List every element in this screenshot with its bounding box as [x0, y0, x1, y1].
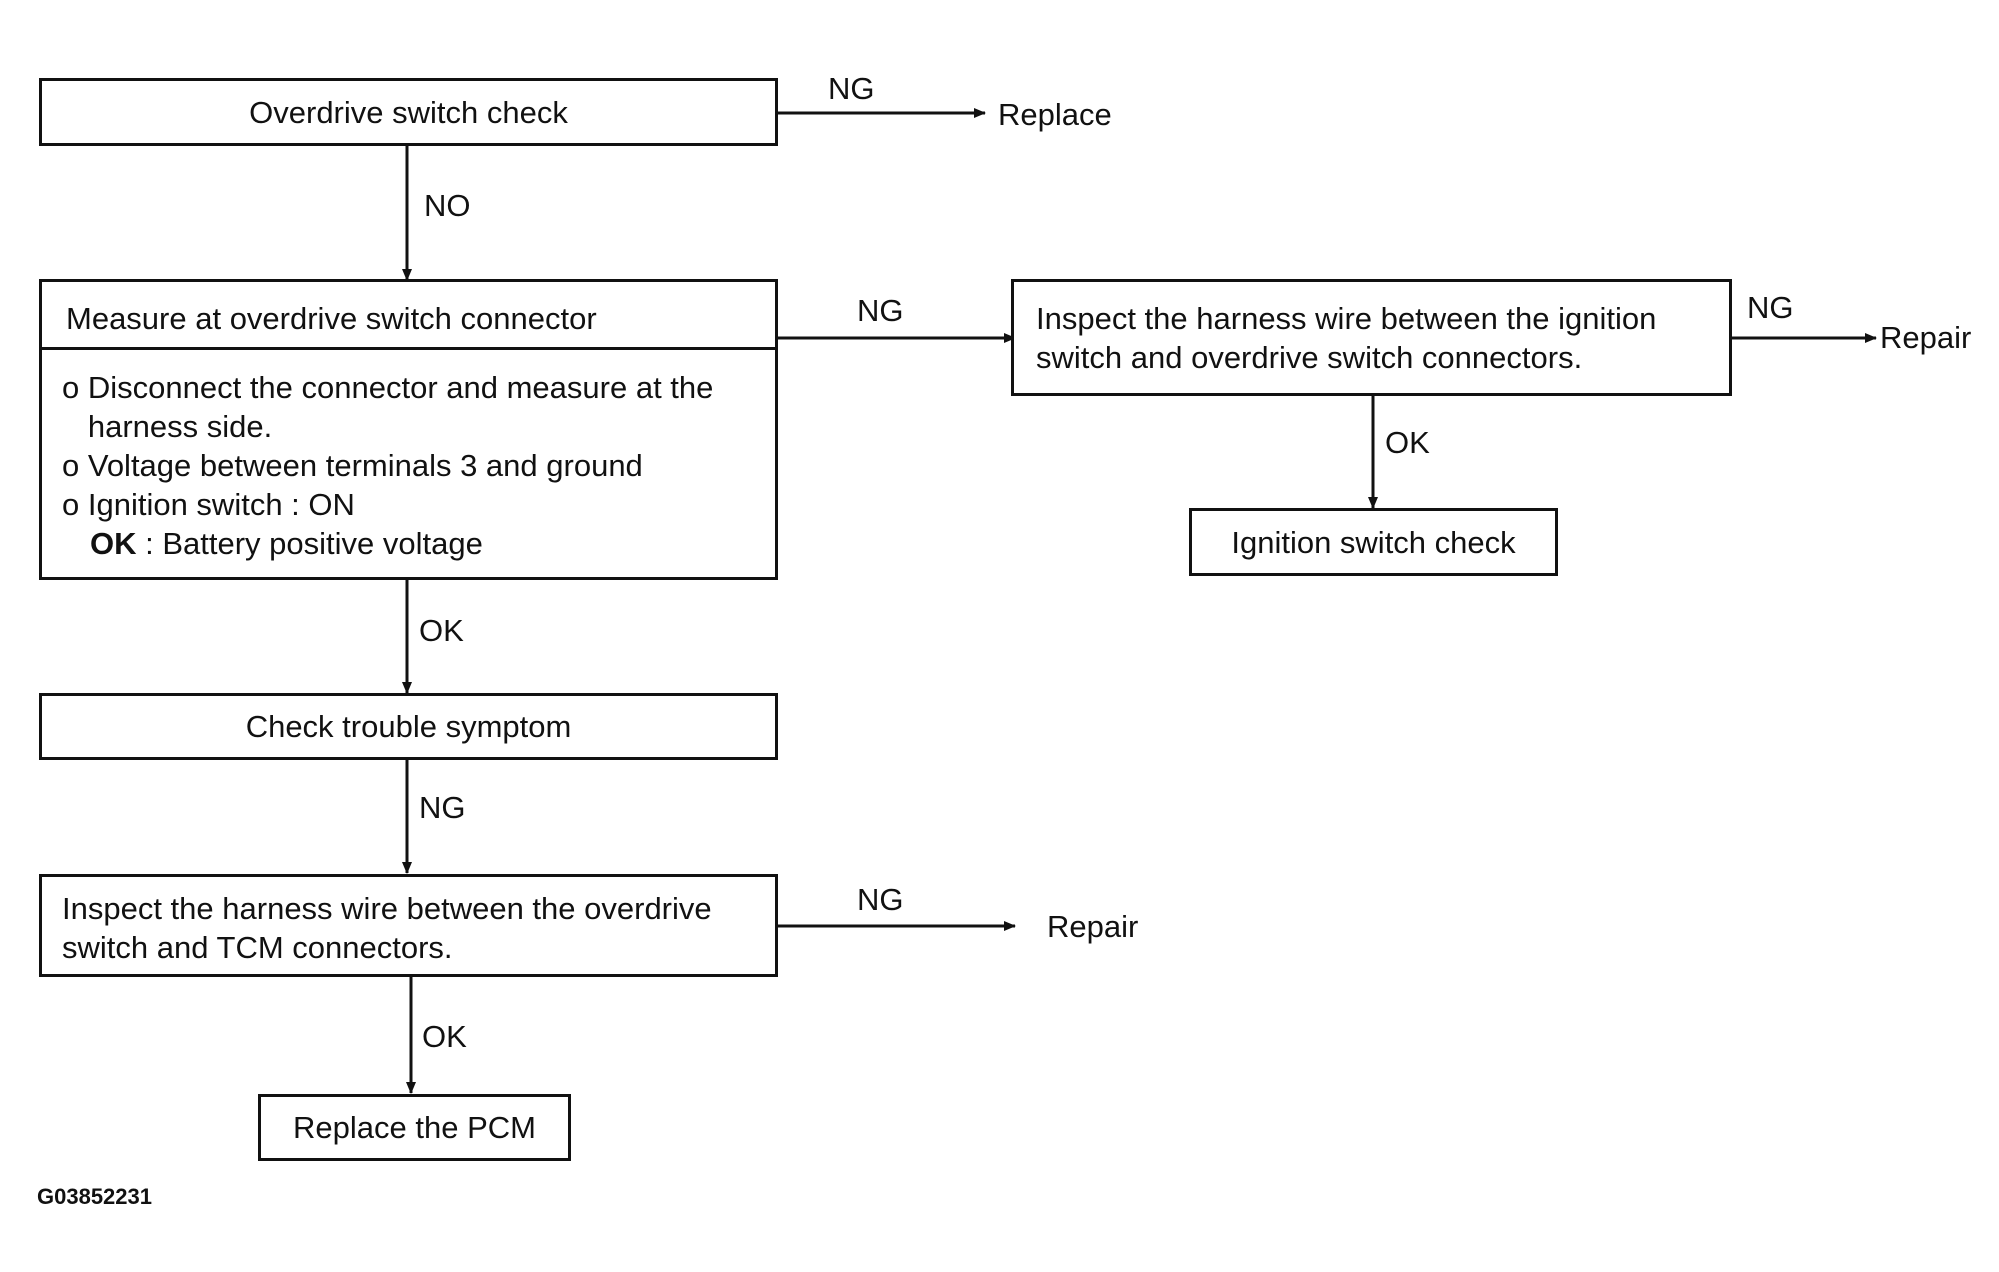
- measure-connector-box: Measure at overdrive switch connector o …: [39, 279, 778, 580]
- overdrive-switch-check-label: Overdrive switch check: [249, 94, 568, 130]
- measure-ok-criterion: OK : Battery positive voltage: [90, 524, 483, 563]
- measure-ok-label: OK: [90, 526, 137, 561]
- replace-pcm-label: Replace the PCM: [293, 1110, 536, 1145]
- ignition-switch-check-label: Ignition switch check: [1231, 524, 1516, 560]
- replace-pcm-box: Replace the PCM: [258, 1094, 571, 1161]
- measure-ok-text: : Battery positive voltage: [136, 526, 483, 561]
- check-trouble-symptom-label: Check trouble symptom: [245, 709, 572, 744]
- inspect-ignition-line-1: Inspect the harness wire between the ign…: [1036, 301, 1657, 336]
- outcome-replace: Replace: [998, 97, 1112, 132]
- inspect-tcm-line-1: Inspect the harness wire between the ove…: [62, 891, 712, 926]
- edge-label-no-measure: NO: [424, 188, 471, 223]
- edge-label-ok-check-trouble: OK: [419, 613, 464, 648]
- measure-step-3: o Ignition switch : ON: [62, 487, 355, 522]
- figure-id: G03852231: [37, 1184, 152, 1209]
- edge-label-ok-ignition-check: OK: [1385, 425, 1430, 460]
- inspect-ignition-line-2: switch and overdrive switch connectors.: [1036, 340, 1583, 375]
- inspect-tcm-line-2: switch and TCM connectors.: [62, 930, 453, 965]
- ignition-switch-check-box: Ignition switch check: [1189, 508, 1558, 576]
- measure-connector-title: Measure at overdrive switch connector: [66, 301, 597, 336]
- edge-label-ng-repair-2: NG: [857, 882, 904, 917]
- inspect-ignition-harness-box: Inspect the harness wire between the ign…: [1011, 279, 1732, 396]
- inspect-tcm-harness-box: Inspect the harness wire between the ove…: [39, 874, 778, 977]
- overdrive-switch-check-box: Overdrive switch check: [39, 78, 778, 146]
- edge-label-ok-replace-pcm: OK: [422, 1019, 467, 1054]
- measure-step-1: o Disconnect the connector and measure a…: [62, 370, 714, 405]
- measure-step-2: o Voltage between terminals 3 and ground: [62, 448, 643, 483]
- measure-connector-divider: [42, 347, 775, 350]
- edge-label-ng-replace: NG: [828, 71, 875, 106]
- edge-label-ng-inspect-ignition: NG: [857, 293, 904, 328]
- measure-step-1-cont: harness side.: [62, 409, 273, 444]
- edge-label-ng-repair-1: NG: [1747, 290, 1794, 325]
- outcome-repair-2: Repair: [1047, 909, 1139, 944]
- check-trouble-symptom-box: Check trouble symptom: [39, 693, 778, 760]
- outcome-repair-1: Repair: [1880, 320, 1972, 355]
- edge-label-ng-inspect-tcm: NG: [419, 790, 466, 825]
